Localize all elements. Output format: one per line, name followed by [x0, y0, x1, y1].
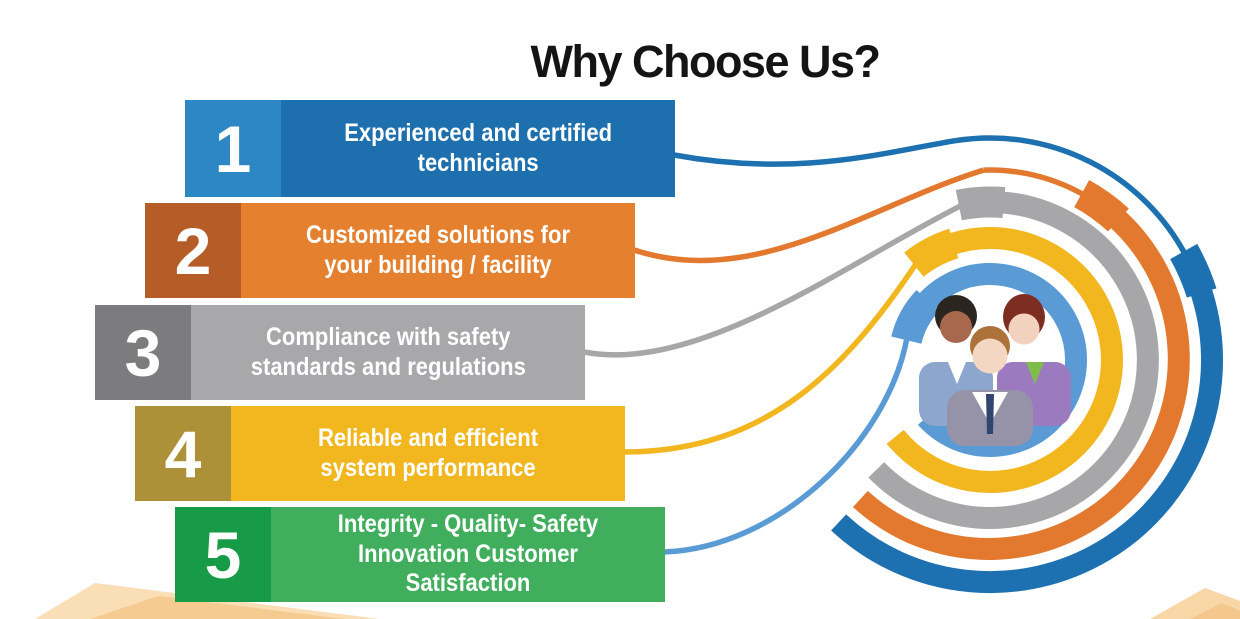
ring-cap-3	[955, 186, 1006, 221]
benefit-label-text-3: Compliance with safety standards and reg…	[250, 323, 526, 381]
connector-line-4	[623, 260, 920, 455]
benefit-number-5: 5	[175, 507, 271, 602]
ring-cap-2	[1073, 180, 1129, 232]
person-right-head	[1008, 313, 1040, 345]
benefit-number-2: 2	[145, 203, 241, 298]
page-title: Why Choose Us?	[530, 36, 881, 88]
benefit-label-text-2: Customized solutions for your building /…	[306, 221, 570, 279]
benefit-number-3: 3	[95, 305, 191, 400]
ring-cap-5	[891, 289, 940, 345]
ring-arc-4	[886, 227, 1123, 493]
person-front-head	[972, 338, 1008, 374]
benefit-label-3: Compliance with safety standards and reg…	[191, 305, 585, 400]
corner-decoration-bottom-left-inner	[90, 596, 345, 619]
benefit-number-4: 4	[135, 406, 231, 501]
person-left-head	[940, 311, 972, 343]
benefit-number-1: 1	[185, 100, 281, 197]
benefit-label-2: Customized solutions for your building /…	[241, 203, 635, 298]
connector-line-2	[633, 167, 985, 264]
connector-line-3	[583, 201, 966, 358]
thin-arc-1	[954, 135, 1190, 260]
benefit-item-3: 3 Compliance with safety standards and r…	[95, 305, 585, 400]
benefit-item-1: 1 Experienced and certified technicians	[185, 100, 675, 197]
ring-arc-2	[852, 207, 1190, 560]
person-right-shirt	[1026, 362, 1044, 384]
ring-cap-1	[1170, 243, 1217, 299]
ring-cap-4	[904, 228, 959, 278]
benefit-label-text-4: Reliable and efficient system performanc…	[317, 424, 539, 482]
benefit-label-4: Reliable and efficient system performanc…	[231, 406, 625, 501]
thin-arc-2	[983, 167, 1089, 200]
corner-decoration-bottom-right-inner	[1190, 603, 1240, 619]
benefit-label-text-5: Integrity - Quality- Safety Innovation C…	[337, 510, 599, 598]
benefit-item-4: 4 Reliable and efficient system performa…	[135, 406, 625, 501]
benefit-item-2: 2 Customized solutions for your building…	[145, 203, 635, 298]
ring-arc-1	[831, 282, 1224, 593]
people-group-icon	[919, 294, 1071, 446]
benefit-label-5: Integrity - Quality- Safety Innovation C…	[271, 507, 665, 602]
person-front-tie	[986, 394, 994, 434]
ring-arc-3	[868, 191, 1159, 529]
benefit-label-text-1: Experienced and certified technicians	[344, 119, 612, 177]
benefit-label-1: Experienced and certified technicians	[281, 100, 675, 197]
person-left-shirt	[948, 362, 966, 384]
benefit-item-5: 5 Integrity - Quality- Safety Innovation…	[175, 507, 665, 602]
connector-line-5	[663, 336, 910, 555]
connector-line-1	[673, 137, 956, 167]
